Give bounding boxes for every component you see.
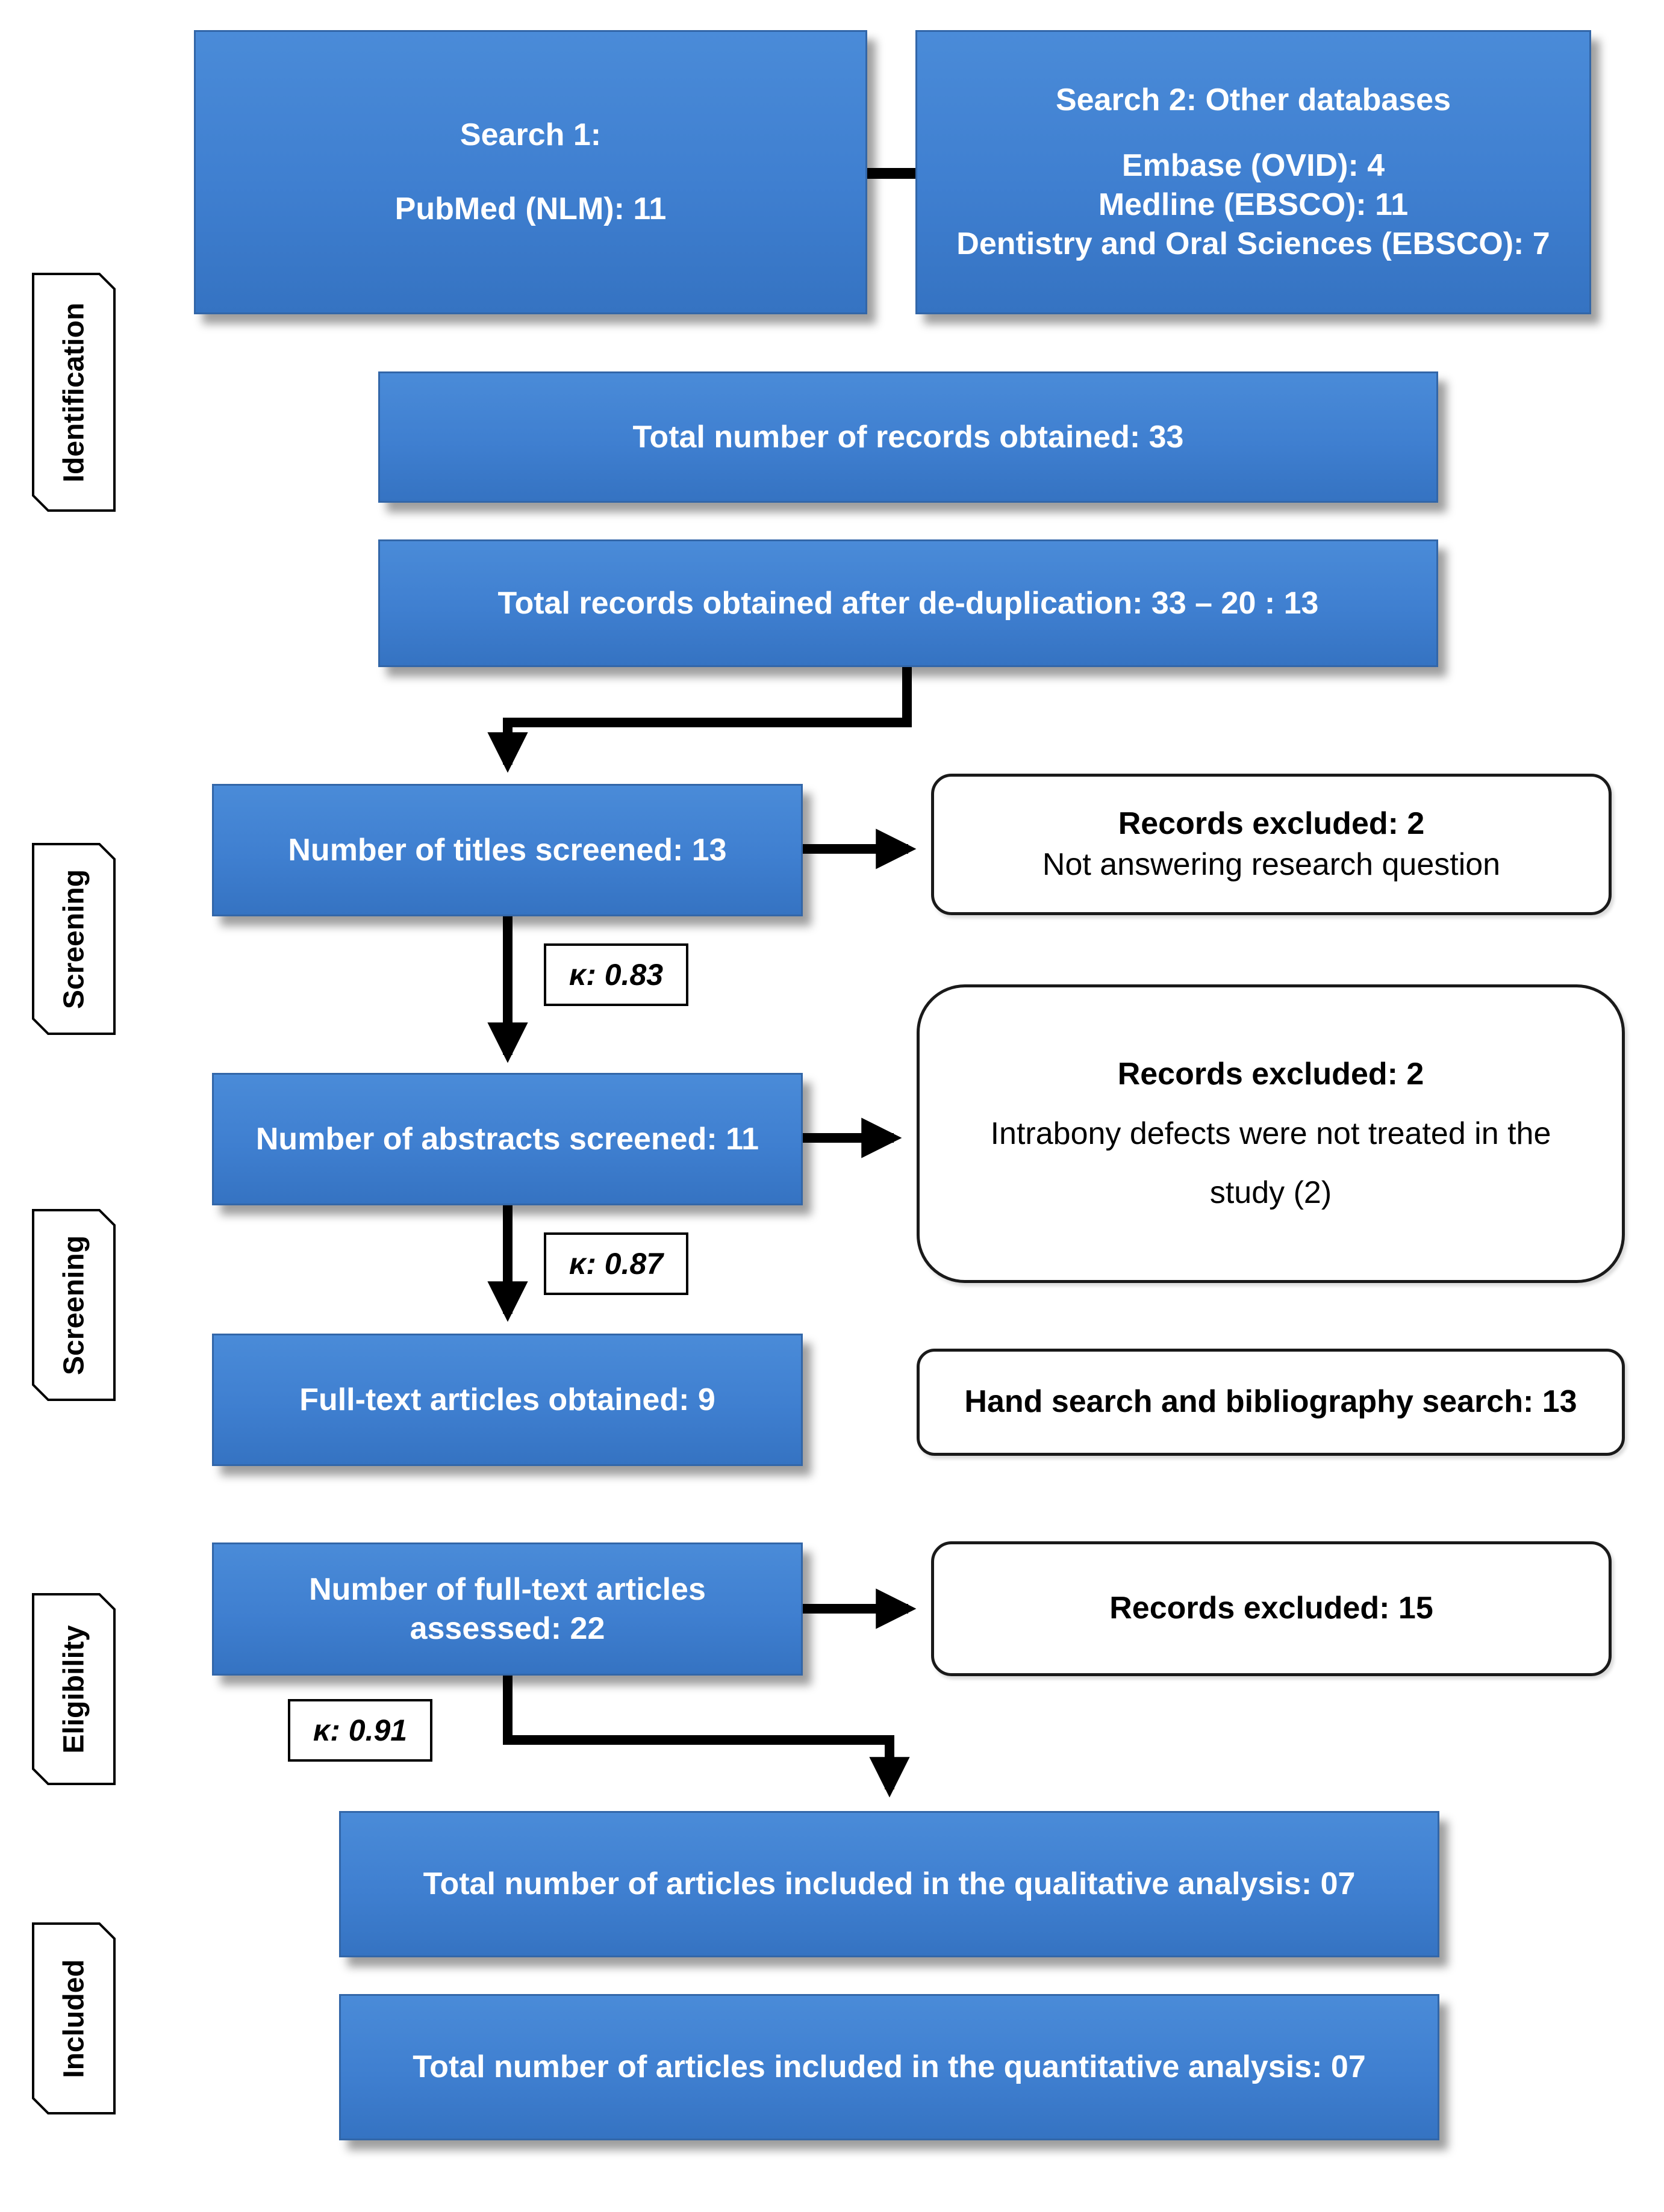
phase-label: Identification — [58, 302, 90, 482]
abstracts-screened-text: Number of abstracts screened: 11 — [255, 1121, 759, 1157]
kappa-abstracts: κ: 0.87 — [544, 1232, 688, 1295]
titles-screened-box: Number of titles screened: 13 — [212, 784, 803, 916]
excluded-abstracts-reason-1: Intrabony defects were not treated in th… — [990, 1116, 1551, 1151]
qualitative-box: Total number of articles included in the… — [339, 1811, 1439, 1957]
tab-shape — [32, 1209, 116, 1401]
search2-box: Search 2: Other databases Embase (OVID):… — [915, 30, 1591, 314]
fulltext-assessed-line1: Number of full-text articles — [309, 1571, 706, 1607]
phase-eligibility: Eligibility — [32, 1593, 116, 1785]
phase-label: Screening — [58, 869, 90, 1009]
search1-pubmed: PubMed (NLM): 11 — [394, 191, 667, 226]
phase-label: Eligibility — [58, 1624, 90, 1754]
phase-label: Included — [58, 1959, 90, 2078]
tab-shape — [32, 843, 116, 1035]
phase-screening-1: Screening — [32, 843, 116, 1035]
kappa-abstracts-value: κ: 0.87 — [569, 1247, 664, 1281]
quantitative-box: Total number of articles included in the… — [339, 1994, 1439, 2140]
titles-screened-text: Number of titles screened: 13 — [288, 832, 727, 868]
phase-included: Included — [32, 1922, 116, 2114]
search2-dentistry: Dentistry and Oral Sciences (EBSCO): 7 — [956, 226, 1550, 261]
search2-embase: Embase (OVID): 4 — [1121, 148, 1385, 183]
dedup-records-box: Total records obtained after de-duplicat… — [378, 539, 1438, 667]
qualitative-text: Total number of articles included in the… — [423, 1866, 1356, 1901]
excluded-abstracts-reason-2: study (2) — [1209, 1175, 1332, 1211]
phase-label: Screening — [58, 1235, 90, 1375]
fulltext-obtained-text: Full-text articles obtained: 9 — [299, 1382, 715, 1417]
search2-medline: Medline (EBSCO): 11 — [1098, 187, 1409, 222]
total-records-box: Total number of records obtained: 33 — [378, 371, 1438, 503]
kappa-fulltext: κ: 0.91 — [288, 1699, 432, 1762]
hand-search-text: Hand search and bibliography search: 13 — [964, 1384, 1577, 1420]
phase-screening-2: Screening — [32, 1209, 116, 1401]
excluded-titles-reason: Not answering research question — [1042, 847, 1501, 882]
kappa-titles-value: κ: 0.83 — [569, 958, 664, 992]
excluded-fulltext-box: Records excluded: 15 — [931, 1541, 1612, 1676]
hand-search-box: Hand search and bibliography search: 13 — [917, 1349, 1625, 1456]
excluded-abstracts-box: Records excluded: 2 Intrabony defects we… — [917, 984, 1625, 1283]
fulltext-assessed-line2: assessed: 22 — [410, 1611, 605, 1646]
tab-shape — [32, 1593, 116, 1785]
excluded-abstracts-heading: Records excluded: 2 — [1117, 1056, 1424, 1092]
quantitative-text: Total number of articles included in the… — [413, 2049, 1366, 2084]
tab-shape — [32, 273, 116, 512]
fulltext-assessed-box: Number of full-text articles assessed: 2… — [212, 1542, 803, 1676]
arrow-assessed-to-qualitative — [503, 1676, 910, 1798]
kappa-fulltext-value: κ: 0.91 — [313, 1713, 408, 1747]
tab-shape — [32, 1922, 116, 2114]
search1-title: Search 1: — [460, 117, 602, 152]
arrow-dedup-to-titles — [487, 667, 912, 773]
excluded-titles-box: Records excluded: 2 Not answering resear… — [931, 774, 1612, 915]
total-records-text: Total number of records obtained: 33 — [632, 419, 1184, 455]
excluded-fulltext-text: Records excluded: 15 — [1109, 1591, 1433, 1626]
search2-title: Search 2: Other databases — [1055, 82, 1451, 117]
abstracts-screened-box: Number of abstracts screened: 11 — [212, 1073, 803, 1205]
excluded-titles-heading: Records excluded: 2 — [1118, 806, 1425, 841]
phase-identification: Identification — [32, 273, 116, 512]
dedup-records-text: Total records obtained after de-duplicat… — [497, 585, 1319, 621]
search1-box: Search 1: PubMed (NLM): 11 — [194, 30, 867, 314]
fulltext-obtained-box: Full-text articles obtained: 9 — [212, 1334, 803, 1466]
kappa-titles: κ: 0.83 — [544, 943, 688, 1006]
